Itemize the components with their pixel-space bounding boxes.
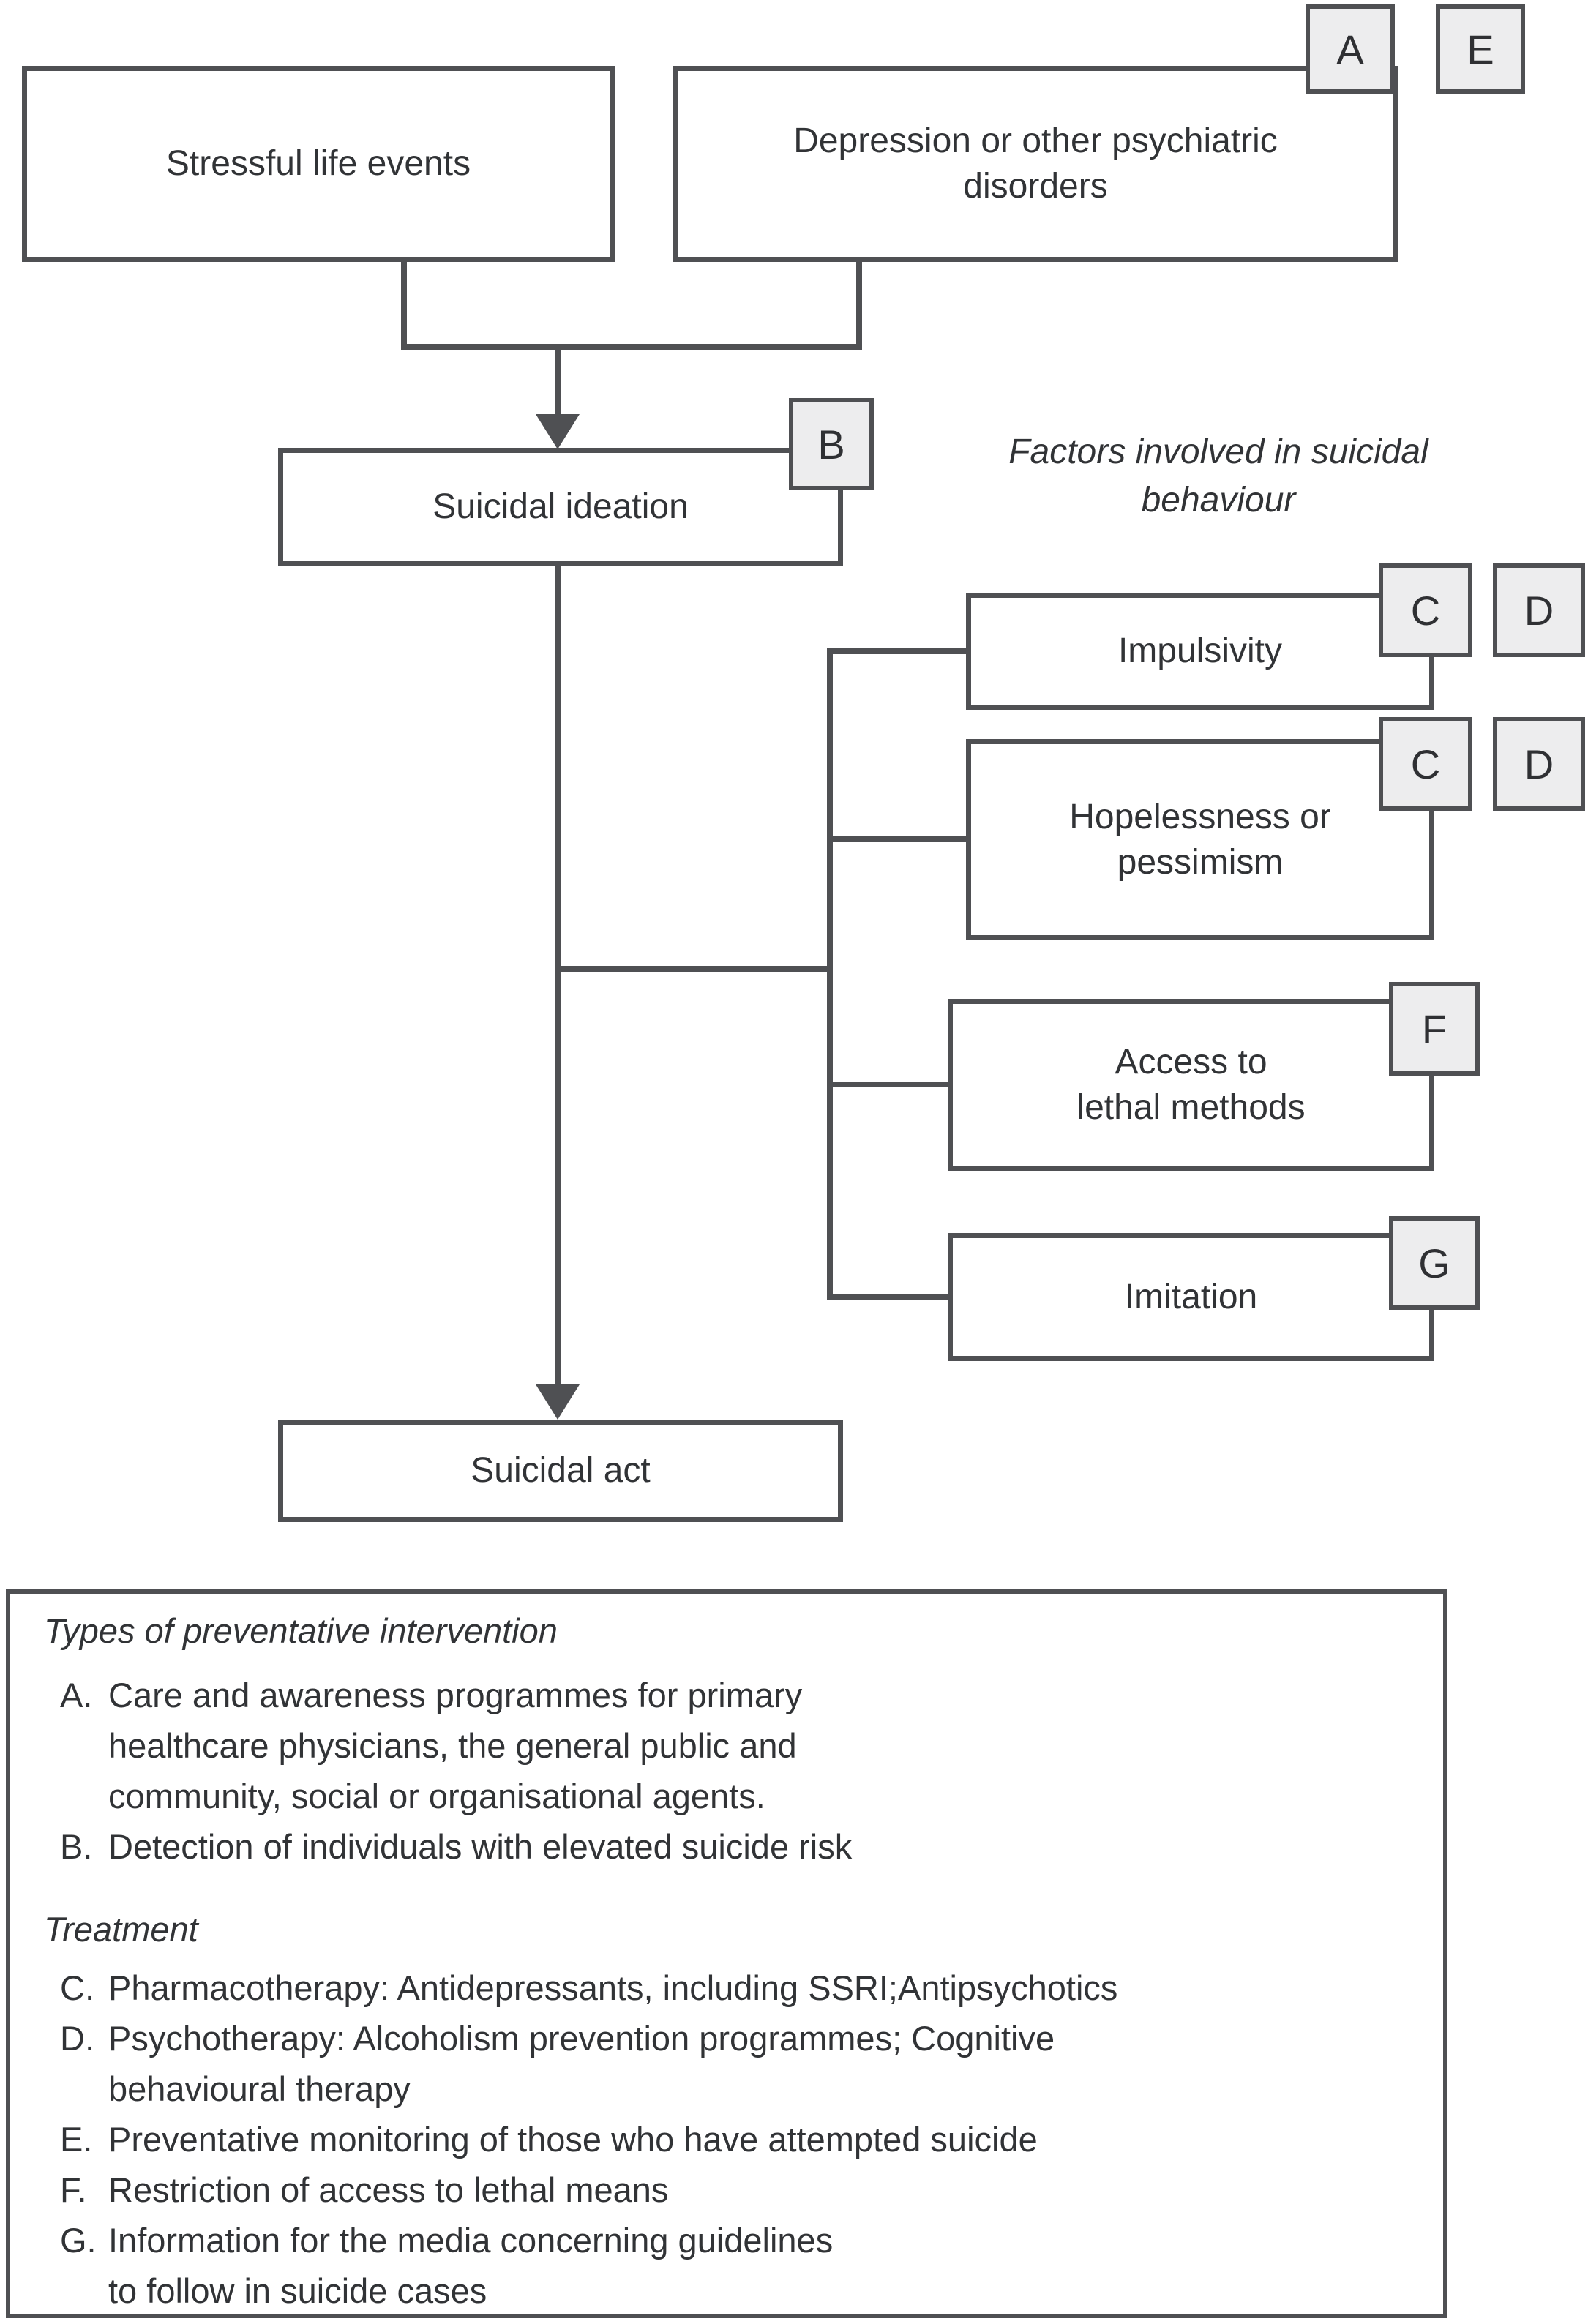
legend-item-g-letter: G. xyxy=(60,2221,97,2260)
chip-g: G xyxy=(1389,1216,1480,1310)
legend-item-d: D. Psychotherapy: Alcoholism prevention … xyxy=(44,2013,1421,2114)
connector-branch-stub xyxy=(555,966,833,972)
legend-item-b-text: Detection of individuals with elevated s… xyxy=(108,1827,853,1866)
chip-f: F xyxy=(1389,982,1480,1076)
box-depression-label-line1: Depression or other psychiatric xyxy=(793,121,1278,160)
box-suicidal-act: Suicidal act xyxy=(278,1420,843,1522)
chip-c-impulsivity-label: C xyxy=(1410,587,1441,634)
chip-b: B xyxy=(789,398,874,490)
box-suicidal-ideation-label: Suicidal ideation xyxy=(432,487,689,526)
box-hopelessness: Hopelessness or pessimism xyxy=(966,739,1434,940)
connector-branch-trunk xyxy=(827,648,833,1300)
box-access-lethal-methods: Access to lethal methods xyxy=(948,999,1434,1171)
chip-d-hopelessness-label: D xyxy=(1524,741,1554,787)
factors-title-line1: Factors involved in suicidal xyxy=(1008,432,1428,471)
down-arrowhead-act xyxy=(536,1384,580,1420)
legend-item-a-text: Care and awareness programmes for primar… xyxy=(108,1676,803,1815)
factors-title-line2: behaviour xyxy=(1141,481,1296,520)
box-access-label-line2: lethal methods xyxy=(1076,1087,1306,1127)
box-stressful-life-events-label: Stressful life events xyxy=(165,144,471,183)
chip-c-hopelessness-label: C xyxy=(1410,741,1441,787)
legend-item-c-text: Pharmacotherapy: Antidepressants, includ… xyxy=(108,1968,1118,2007)
box-suicidal-act-label: Suicidal act xyxy=(471,1451,651,1490)
connector-ideation-arrow-line xyxy=(555,344,561,419)
legend-item-e: E. Preventative monitoring of those who … xyxy=(44,2114,1421,2164)
chip-b-label: B xyxy=(817,421,845,468)
box-impulsivity-label: Impulsivity xyxy=(1117,631,1283,670)
chip-a-label: A xyxy=(1336,26,1364,72)
connector-branch-hopelessness xyxy=(827,836,966,842)
legend-item-a: A. Care and awareness programmes for pri… xyxy=(44,1670,1421,1821)
legend-item-a-letter: A. xyxy=(60,1676,93,1714)
chip-c-hopelessness: C xyxy=(1379,717,1472,811)
connector-branch-impulsivity xyxy=(827,648,966,654)
legend-heading-prevention: Types of preventative intervention xyxy=(44,1611,558,1650)
connector-stressful-drop xyxy=(401,262,407,350)
box-imitation: Imitation xyxy=(948,1233,1434,1361)
box-stressful-life-events: Stressful life events xyxy=(22,66,615,262)
connector-branch-imitation xyxy=(827,1294,948,1300)
box-depression: Depression or other psychiatric disorder… xyxy=(673,66,1398,262)
legend-item-g-text: Information for the media concerning gui… xyxy=(108,2221,834,2310)
legend-item-f: F. Restriction of access to lethal means xyxy=(44,2164,1421,2215)
connector-depression-drop xyxy=(856,262,862,350)
chip-c-impulsivity: C xyxy=(1379,563,1472,657)
legend-item-d-letter: D. xyxy=(60,2019,94,2058)
legend-item-d-text: Psychotherapy: Alcoholism prevention pro… xyxy=(108,2019,1055,2108)
legend-item-e-letter: E. xyxy=(60,2120,93,2159)
legend-item-f-letter: F. xyxy=(60,2170,87,2209)
legend-item-c: C. Pharmacotherapy: Antidepressants, inc… xyxy=(44,1963,1421,2013)
box-suicidal-ideation: Suicidal ideation xyxy=(278,448,843,566)
connector-merge-horizontal xyxy=(401,344,862,350)
chip-d-impulsivity: D xyxy=(1493,563,1585,657)
box-hopelessness-label-line1: Hopelessness or xyxy=(1069,797,1331,836)
legend-item-g: G. Information for the media concerning … xyxy=(44,2215,1421,2316)
chip-d-impulsivity-label: D xyxy=(1524,587,1554,634)
box-imitation-label: Imitation xyxy=(1124,1277,1258,1316)
chip-e-label: E xyxy=(1467,26,1494,72)
legend-item-c-letter: C. xyxy=(60,1968,94,2007)
box-hopelessness-label-line2: pessimism xyxy=(1117,842,1284,882)
box-depression-label-line2: disorders xyxy=(963,167,1108,206)
chip-f-label: F xyxy=(1421,1005,1447,1052)
chip-d-hopelessness: D xyxy=(1493,717,1585,811)
legend-heading-treatment: Treatment xyxy=(44,1910,198,1949)
chip-a: A xyxy=(1306,4,1395,94)
box-impulsivity: Impulsivity xyxy=(966,593,1434,710)
connector-branch-access xyxy=(827,1082,948,1087)
legend-box: Types of preventative intervention A. Ca… xyxy=(6,1589,1447,2318)
factors-title: Factors involved in suicidal behaviour xyxy=(915,428,1522,525)
legend-item-b: B. Detection of individuals with elevate… xyxy=(44,1821,1421,1872)
box-access-label-line1: Access to xyxy=(1115,1042,1267,1082)
chip-e: E xyxy=(1436,4,1525,94)
down-arrowhead-ideation xyxy=(536,414,580,449)
legend-item-b-letter: B. xyxy=(60,1827,93,1866)
legend-item-e-text: Preventative monitoring of those who hav… xyxy=(108,2120,1038,2159)
chip-g-label: G xyxy=(1418,1240,1450,1286)
connector-main-vertical xyxy=(555,566,561,1386)
legend-item-f-text: Restriction of access to lethal means xyxy=(108,2170,669,2209)
